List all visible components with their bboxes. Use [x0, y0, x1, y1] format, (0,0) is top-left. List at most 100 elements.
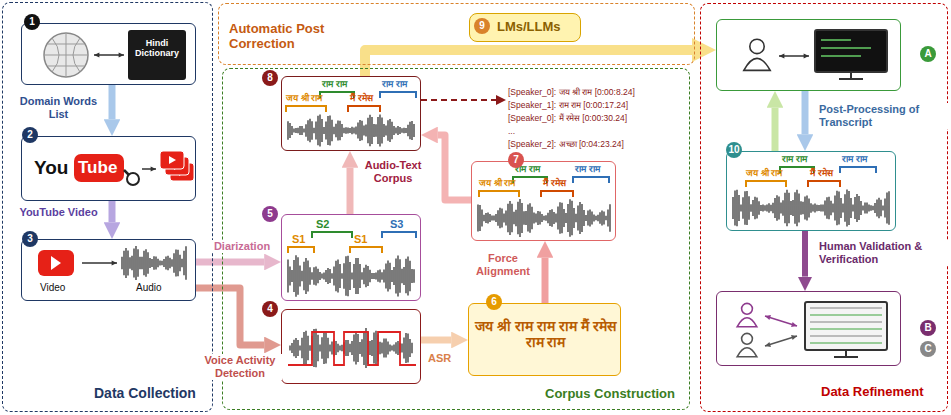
refined-audio-box: राम रामजय श्री राममैं रमेसराम राम [726, 151, 896, 231]
flow-arrow [196, 288, 264, 345]
node-text: Tube [78, 158, 117, 178]
convert-box: Video Audio [21, 239, 196, 301]
person-head [750, 39, 764, 53]
word-bracket [380, 92, 416, 98]
node-illustration [727, 152, 897, 232]
flow-arrow [109, 85, 116, 119]
node-text: राम राम [382, 79, 407, 89]
node-text: Corpus Construction [545, 387, 675, 402]
region-panel: Automatic Post CorrectionLMs/LLMs [218, 3, 695, 65]
icon-arrowhead [791, 335, 797, 340]
node-text: S1 [292, 233, 305, 246]
node-text: राम राम [782, 154, 807, 164]
word-bracket [286, 106, 326, 112]
play-icon [169, 156, 176, 164]
edge-label: Audio-Text Corpus [360, 159, 426, 185]
word-bracket [320, 92, 354, 98]
screen-row [810, 314, 882, 316]
icon-arrowhead [779, 53, 784, 58]
word-bracket [382, 232, 416, 238]
vad-box [281, 309, 421, 384]
transcript-block: [Speaker_0]: जय श्री राम [0:00:8.24][Spe… [506, 86, 689, 158]
flow-arrow [196, 259, 264, 266]
node-text: LMs/LLMs [497, 20, 561, 35]
edge-label: ASR [426, 352, 453, 365]
callout-number: 5 [262, 206, 278, 222]
node-text: Video [40, 282, 65, 294]
callout-number: 4 [262, 301, 278, 317]
icon-arrowhead [765, 315, 771, 320]
magnifier-handle [124, 170, 129, 175]
word-bracket [312, 232, 352, 238]
node-illustration [717, 292, 902, 367]
screen-row [810, 321, 882, 323]
video-icon [38, 250, 74, 276]
flow-arrow [438, 135, 471, 200]
icon-arrowhead [119, 52, 124, 57]
callout-number: C [920, 341, 936, 357]
waveform [478, 199, 610, 237]
edge-label: Domain Words List [14, 95, 103, 121]
region-panel: Corpus Constructionराम रामजय श्री राममैं… [222, 68, 690, 410]
word-bracket [541, 191, 573, 197]
icon-arrowhead [94, 52, 99, 57]
icon-arrowhead [151, 166, 156, 171]
validator-box [716, 291, 901, 366]
monitor-stand [839, 72, 863, 79]
flow-arrow [365, 50, 692, 76]
node-text: S3 [390, 218, 403, 231]
flow-arrow [802, 91, 809, 134]
monitor-stand [834, 350, 858, 357]
flow-arrow [421, 337, 451, 344]
node-text: Audio [136, 282, 162, 294]
node-text: जय श्री राम [286, 93, 322, 103]
person-head [742, 303, 753, 314]
node-text: S2 [316, 218, 329, 231]
waveform [290, 328, 412, 368]
screen-row [810, 335, 882, 337]
node-text: मैं रमेस [543, 178, 566, 188]
node-text: ... [508, 127, 515, 137]
node-text: Data Refinement [821, 385, 924, 400]
icon-arrow [765, 316, 797, 326]
region-panel: Data CollectionHindi DictionaryYouTubeVi… [2, 2, 213, 412]
screen-row [810, 342, 882, 344]
screen-lines [821, 40, 871, 56]
model-box: LMs/LLMs [469, 13, 581, 42]
person-head [742, 333, 753, 344]
waveform [733, 190, 889, 227]
edge-label: Diarization [204, 240, 280, 253]
youtube-logo [74, 154, 124, 182]
video-thumb [160, 151, 184, 169]
word-bracket [808, 181, 840, 187]
search-box: You Tube [21, 136, 196, 201]
edge-label: Voice Activity Detection [198, 354, 282, 380]
waveform [288, 115, 414, 147]
word-bracket [350, 247, 382, 253]
globe-grid [44, 33, 88, 77]
wiki-globe [44, 33, 88, 77]
icon-arrow [765, 336, 797, 346]
flow-arrow [109, 201, 116, 222]
node-text: S1 [354, 233, 367, 246]
diarization-box: S2S1 S1 S3 [281, 214, 421, 301]
node-text: जय श्री राम [746, 168, 782, 178]
icon-arrowhead [791, 322, 797, 327]
edge-label: Force Alignment [470, 252, 536, 278]
callout-number: 8 [262, 70, 278, 86]
word-bracket [288, 247, 314, 253]
flow-arrow [802, 231, 808, 277]
word-bracket [746, 181, 786, 187]
node-text: मैं रमेस [810, 168, 833, 178]
node-text: You [34, 157, 68, 179]
node-text: Hindi Dictionary [130, 38, 184, 59]
waveform [122, 246, 186, 280]
person-body [737, 348, 757, 357]
play-icon [51, 256, 61, 270]
asr-text-box: जय श्री राम राम राम मैं रमेस राम राम [468, 303, 621, 376]
node-text: राम राम [322, 79, 347, 89]
node-illustration [282, 310, 422, 385]
edge-label: Post-Processing of Transcript [817, 103, 949, 129]
word-bracket [348, 106, 380, 112]
